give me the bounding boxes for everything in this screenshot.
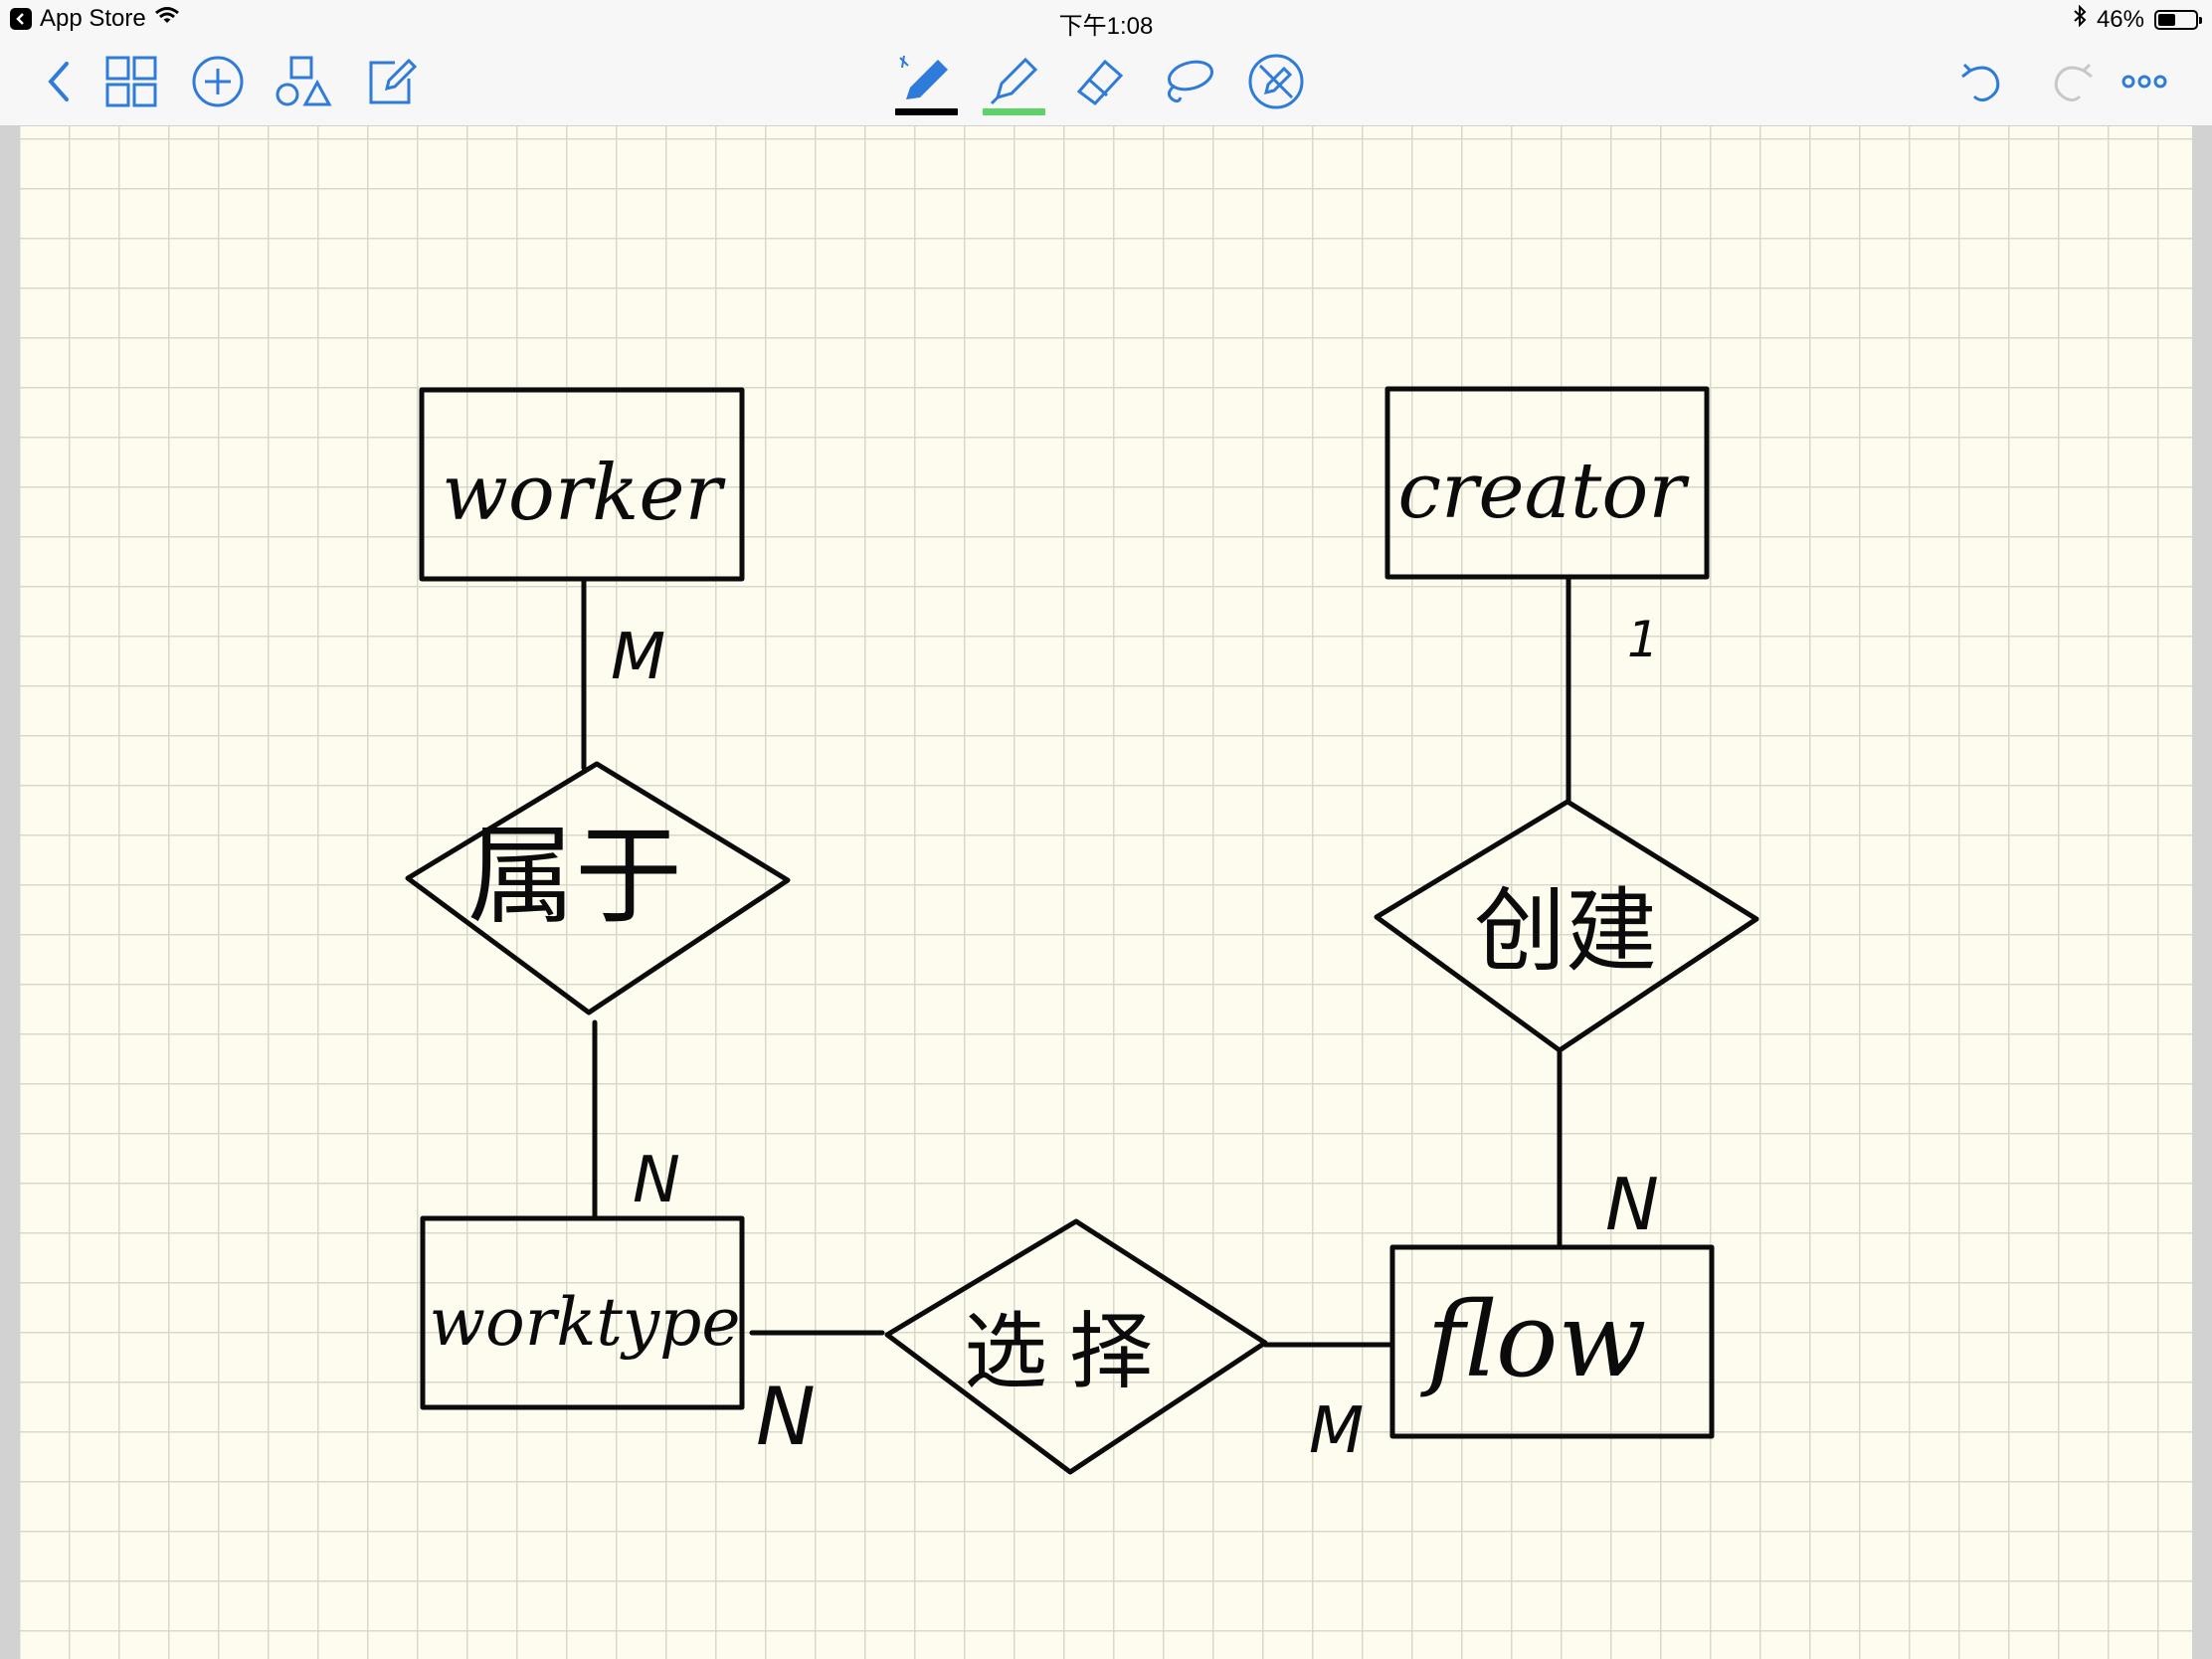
grid-paper-canvas[interactable] — [20, 126, 2192, 1659]
redo-icon[interactable] — [2039, 52, 2103, 111]
status-time: 下午1:08 — [1058, 13, 1154, 40]
back-chip-icon — [10, 8, 32, 30]
shape-tool-icon[interactable] — [1244, 52, 1308, 111]
relationship-create-label: 创建 — [1474, 878, 1657, 985]
canvas-margin-left — [0, 126, 20, 1659]
cardinality-flow-select: M — [1309, 1394, 1364, 1468]
status-bar: App Store 下午1:08 46% — [0, 0, 2212, 40]
highlighter-icon[interactable] — [982, 52, 1045, 111]
battery-fill — [2158, 13, 2175, 26]
edit-icon[interactable] — [360, 52, 424, 111]
add-icon[interactable] — [186, 52, 250, 111]
more-icon[interactable] — [2113, 52, 2176, 111]
battery-icon — [2154, 9, 2202, 30]
relationship-belongs-label: 属于 — [467, 815, 682, 939]
entity-worker-label: worker — [442, 449, 726, 538]
shapes-icon[interactable] — [273, 52, 336, 111]
entity-worktype-label: worktype — [430, 1284, 741, 1361]
grid-view-icon[interactable] — [99, 52, 163, 111]
undo-icon[interactable] — [1951, 52, 2015, 111]
pen-color-indicator — [895, 108, 958, 115]
relationship-belongs[interactable]: 属于 — [405, 761, 791, 1015]
lasso-icon[interactable] — [1157, 52, 1220, 111]
canvas-margin-right — [2192, 126, 2212, 1659]
pen-icon[interactable] — [894, 52, 958, 111]
relationship-select-label: 选择 — [964, 1303, 1175, 1400]
entity-flow-label: flow — [1420, 1279, 1647, 1400]
cardinality-worktype-select: N — [756, 1371, 816, 1463]
cardinality-worktype-belongs: N — [633, 1144, 680, 1217]
relationship-select[interactable]: 选择 — [884, 1218, 1268, 1475]
entity-flow[interactable]: flow — [1389, 1244, 1715, 1439]
back-to-app[interactable]: App Store — [10, 5, 180, 33]
toolbar — [0, 40, 2212, 126]
back-chevron-icon[interactable] — [28, 52, 92, 111]
entity-worktype[interactable]: worktype — [420, 1215, 745, 1410]
cardinality-worker-belongs: M — [611, 621, 665, 694]
bluetooth-icon — [2073, 4, 2087, 34]
highlighter-color-indicator — [983, 108, 1045, 115]
cardinality-flow-create: N — [1605, 1163, 1659, 1246]
entity-worker[interactable]: worker — [419, 387, 745, 582]
entity-creator-label: creator — [1397, 447, 1690, 536]
back-app-label: App Store — [40, 5, 146, 32]
wifi-icon — [154, 5, 180, 33]
relationship-create[interactable]: 创建 — [1374, 799, 1759, 1053]
entity-creator[interactable]: creator — [1384, 386, 1710, 580]
cardinality-creator-create: 1 — [1627, 611, 1659, 668]
eraser-icon[interactable] — [1069, 52, 1133, 111]
battery-percent: 46% — [2096, 5, 2144, 33]
